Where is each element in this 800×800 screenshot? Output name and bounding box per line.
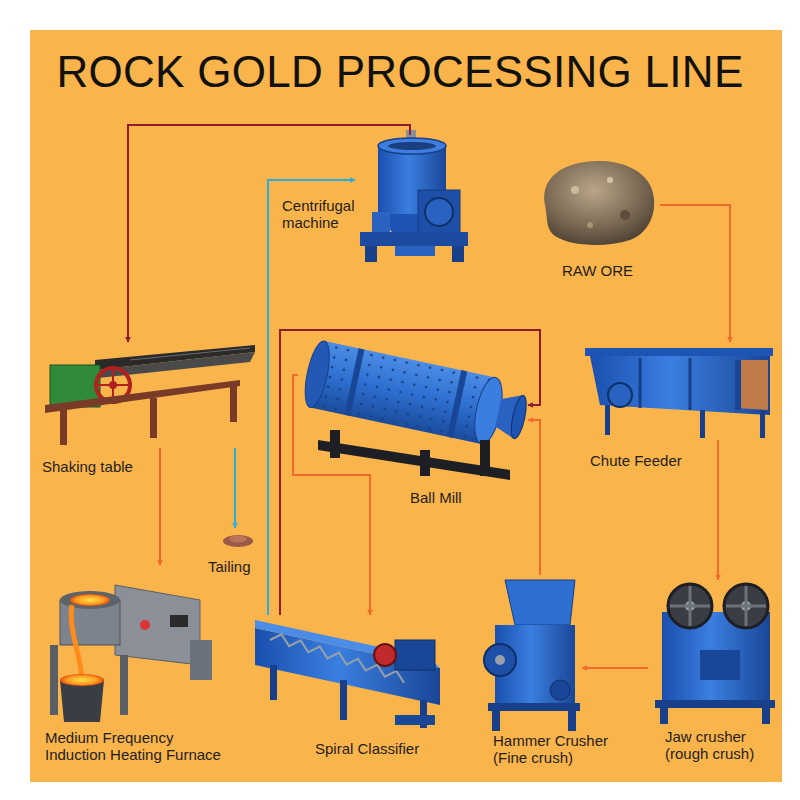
flow-arrow [234, 448, 236, 528]
background-panel [30, 30, 782, 782]
flow-arrow [268, 180, 355, 615]
flow-arrow [582, 667, 648, 669]
equipment-label: Jaw crusher (rough crush) [665, 728, 780, 762]
equipment-label: Hammer Crusher (Fine crush) [493, 732, 623, 766]
chute-feeder-illustration [585, 348, 773, 438]
equipment-node: Centrifugal machine [355, 135, 470, 265]
diagram-title: ROCK GOLD PROCESSING LINE [0, 50, 800, 94]
equipment-label: Spiral Classifier [315, 740, 455, 757]
equipment-node: Tailing [210, 528, 265, 552]
flow-arrow [717, 440, 719, 580]
raw-ore-rock [544, 161, 654, 245]
equipment-node: Shaking table [42, 342, 260, 448]
flow-arrow [128, 125, 410, 342]
equipment-node: Spiral Classifier [250, 615, 442, 733]
equipment-node: Medium Frequency Induction Heating Furna… [42, 565, 242, 725]
flow-arrow [528, 420, 540, 575]
hammer-crusher-illustration [484, 580, 580, 731]
centrifuge-illustration [360, 130, 468, 262]
equipment-label: Ball Mill [410, 489, 500, 506]
equipment-node: RAW ORE [535, 160, 660, 245]
jaw-crusher-illustration [655, 584, 775, 724]
shaking-table-illustration [45, 345, 255, 445]
equipment-label: Chute Feeder [590, 452, 740, 469]
equipment-node: Chute Feeder [580, 342, 775, 440]
flow-arrow [159, 448, 161, 565]
furnace-illustration [50, 585, 212, 722]
equipment-label: Shaking table [42, 458, 172, 475]
equipment-node: Ball Mill [298, 345, 528, 480]
tailing-pile [223, 535, 253, 547]
flow-arrow [660, 205, 730, 342]
equipment-label: Centrifugal machine [282, 197, 357, 231]
ball-mill-illustration [300, 339, 531, 480]
equipment-label: RAW ORE [535, 262, 660, 279]
equipment-node: Hammer Crusher (Fine crush) [480, 575, 582, 730]
spiral-classifier-illustration [255, 620, 440, 728]
equipment-label: Tailing [208, 558, 273, 575]
flow-arrow [280, 330, 540, 615]
flow-arrow [293, 375, 370, 615]
equipment-label: Medium Frequency Induction Heating Furna… [45, 729, 230, 763]
equipment-node: Jaw crusher (rough crush) [648, 580, 776, 725]
